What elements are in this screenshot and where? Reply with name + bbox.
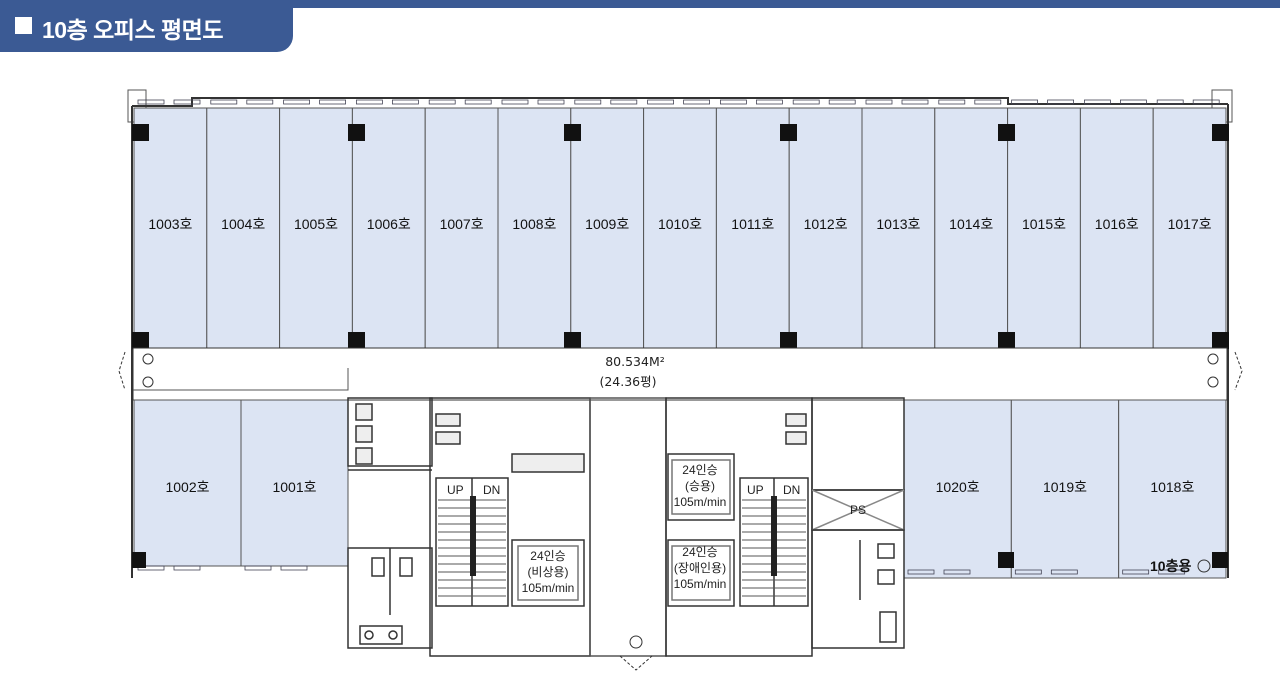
north-unit-label-5: 1007호 xyxy=(440,216,484,232)
north-unit-11 xyxy=(861,107,936,349)
elev-right-bottom-capacity: 24인승 xyxy=(682,545,717,559)
corridor-area-pyeong: (24.36평) xyxy=(599,374,656,389)
southwest-unit-1 xyxy=(133,399,242,567)
column-mid-3 xyxy=(564,332,581,349)
southwest-unit-label-1: 1002호 xyxy=(165,479,209,495)
north-unit-14 xyxy=(1079,107,1154,349)
elev-right-bottom-speed: 105m/min xyxy=(674,577,727,591)
north-unit-9 xyxy=(715,107,790,349)
north-unit-label-13: 1015호 xyxy=(1022,216,1066,232)
north-unit-7 xyxy=(570,107,645,349)
floor-common-text: 10층용 xyxy=(1150,558,1191,574)
corridor: 80.534M² (24.36평) xyxy=(118,347,1243,401)
column-top-1 xyxy=(132,124,149,141)
north-unit-label-11: 1013호 xyxy=(876,216,920,232)
core xyxy=(347,397,905,657)
stair-right-down: DN xyxy=(783,483,800,497)
north-unit-label-7: 1009호 xyxy=(585,216,629,232)
column-mid-4 xyxy=(780,332,797,349)
stair-treads xyxy=(438,499,806,597)
column-mid-5 xyxy=(998,332,1015,349)
north-unit-6 xyxy=(497,107,572,349)
north-unit-8 xyxy=(643,107,717,349)
north-unit-2 xyxy=(206,107,281,349)
southeast-unit-1 xyxy=(903,399,1012,579)
stair-left-up: UP xyxy=(447,483,464,497)
stair-labels: UP DN UP DN xyxy=(447,483,800,497)
north-unit-1 xyxy=(133,107,208,349)
column-top-3 xyxy=(564,124,581,141)
north-unit-4 xyxy=(351,107,426,349)
entrance-marker xyxy=(619,635,653,671)
north-units: 1003호 1004호 1005호 1006호 1007호 1008호 1009호 1010호… xyxy=(132,99,1229,349)
southwest-unit-2 xyxy=(240,399,349,567)
southwest-units: 1002호 1001호 xyxy=(132,399,349,571)
north-unit-15 xyxy=(1152,107,1227,349)
top-bar xyxy=(0,0,1280,8)
elev-left-capacity: 24인승 xyxy=(530,549,565,563)
north-unit-label-14: 1016호 xyxy=(1095,216,1139,232)
header-tab: 10층 오피스 평면도 xyxy=(0,0,293,52)
column-south-1 xyxy=(998,552,1014,568)
column-top-4 xyxy=(780,124,797,141)
square-bullet-icon xyxy=(15,17,32,34)
elev-right-top-speed: 105m/min xyxy=(674,495,727,509)
shaft-label: PS xyxy=(850,503,866,517)
elev-left-speed: 105m/min xyxy=(522,581,575,595)
elev-right-top-capacity: 24인승 xyxy=(682,463,717,477)
floor-common-label: 10층용 xyxy=(1150,558,1211,574)
north-unit-label-9: 1011호 xyxy=(731,216,774,232)
elevator-labels: 24인승 (비상용) 105m/min 24인승 (승용) 105m/min 2… xyxy=(522,463,727,595)
southeast-unit-label-2: 1019호 xyxy=(1043,479,1087,495)
north-unit-5 xyxy=(424,107,499,349)
north-unit-label-12: 1014호 xyxy=(949,216,993,232)
elev-right-bottom-type: (장애인용) xyxy=(674,561,726,575)
southeast-unit-3 xyxy=(1118,399,1227,579)
column-top-2 xyxy=(348,124,365,141)
column-mid-6 xyxy=(1212,332,1229,349)
north-unit-label-3: 1005호 xyxy=(294,216,338,232)
elev-left-type: (비상용) xyxy=(527,565,568,579)
southeast-unit-label-1: 1020호 xyxy=(936,479,980,495)
north-unit-10 xyxy=(788,107,863,349)
north-unit-label-8: 1010호 xyxy=(658,216,702,232)
marker-icon xyxy=(1197,559,1211,573)
elev-right-top-type: (승용) xyxy=(685,479,715,493)
stair-right-up: UP xyxy=(747,483,764,497)
stair-left-down: DN xyxy=(483,483,500,497)
column-mid-2 xyxy=(348,332,365,349)
column-top-6 xyxy=(1212,124,1229,141)
southwest-unit-label-2: 1001호 xyxy=(272,479,316,495)
north-unit-label-10: 1012호 xyxy=(804,216,848,232)
north-unit-label-4: 1006호 xyxy=(367,216,411,232)
southeast-units: 1020호 1019호 1018호 xyxy=(903,399,1228,579)
column-south-2 xyxy=(1212,552,1228,568)
north-unit-label-15: 1017호 xyxy=(1168,216,1212,232)
column-mid-1 xyxy=(132,332,149,349)
stair-rails xyxy=(470,496,777,576)
southeast-unit-2 xyxy=(1010,399,1120,579)
north-unit-label-1: 1003호 xyxy=(148,216,192,232)
southeast-unit-label-3: 1018호 xyxy=(1150,479,1194,495)
corridor-area-m2: 80.534M² xyxy=(605,354,665,369)
north-unit-label-2: 1004호 xyxy=(221,216,265,232)
north-unit-label-6: 1008호 xyxy=(512,216,556,232)
page-title: 10층 오피스 평면도 xyxy=(42,17,223,43)
column-top-5 xyxy=(998,124,1015,141)
column-south-west xyxy=(132,552,146,568)
